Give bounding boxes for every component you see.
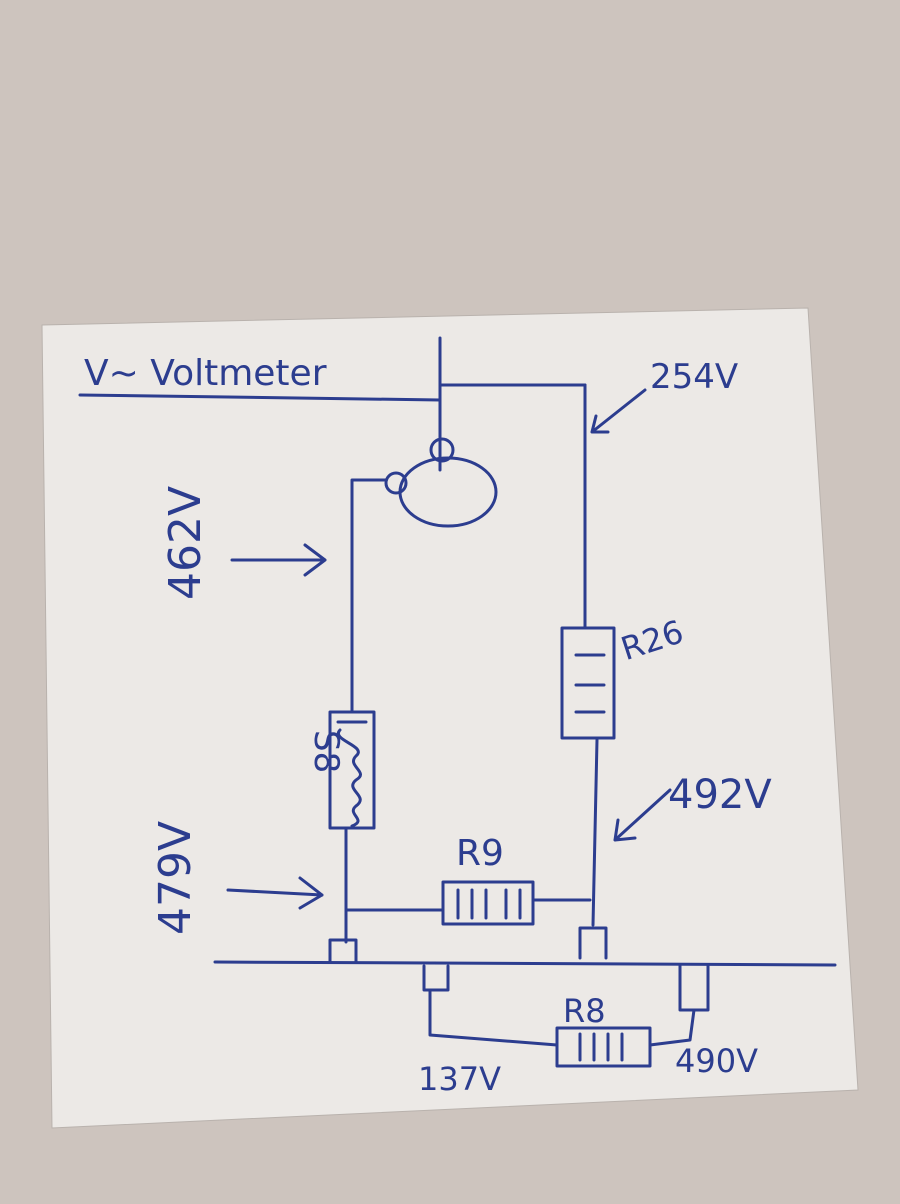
arrow-254v: [590, 388, 647, 434]
label-137v: 137V: [418, 1060, 501, 1098]
arrow-462v: [230, 543, 327, 577]
r8-wire-left: [428, 988, 559, 1047]
arrow-492v: [613, 788, 672, 842]
right-terminal: [578, 926, 608, 960]
left-terminal: [328, 938, 358, 964]
lamp-icon: [384, 437, 498, 528]
diagram-title: V~ Voltmeter: [84, 353, 327, 394]
bus-line: [213, 960, 837, 967]
r8-component: [555, 1026, 652, 1068]
r26-component: [560, 626, 616, 740]
right-rail-lower: [591, 738, 599, 927]
arrow-479v: [226, 876, 324, 910]
paper-sheet: [41, 307, 859, 1129]
r9-wire: [344, 898, 592, 912]
r8-wire-right: [648, 1008, 696, 1047]
s8-component: [328, 710, 376, 830]
label-462v: 462V: [160, 486, 211, 600]
left-branch-upper: [350, 478, 388, 712]
label-r8: R8: [563, 992, 606, 1030]
label-s8: S8: [306, 730, 346, 773]
top-wire: [438, 336, 587, 472]
r9-component: [441, 880, 535, 926]
label-492v: 492V: [668, 772, 772, 818]
label-479v: 479V: [150, 821, 201, 935]
label-490v: 490V: [675, 1042, 758, 1080]
label-254v: 254V: [650, 357, 738, 397]
title-underline: [78, 393, 442, 402]
left-drop: [422, 964, 450, 992]
label-r9: R9: [456, 833, 504, 874]
